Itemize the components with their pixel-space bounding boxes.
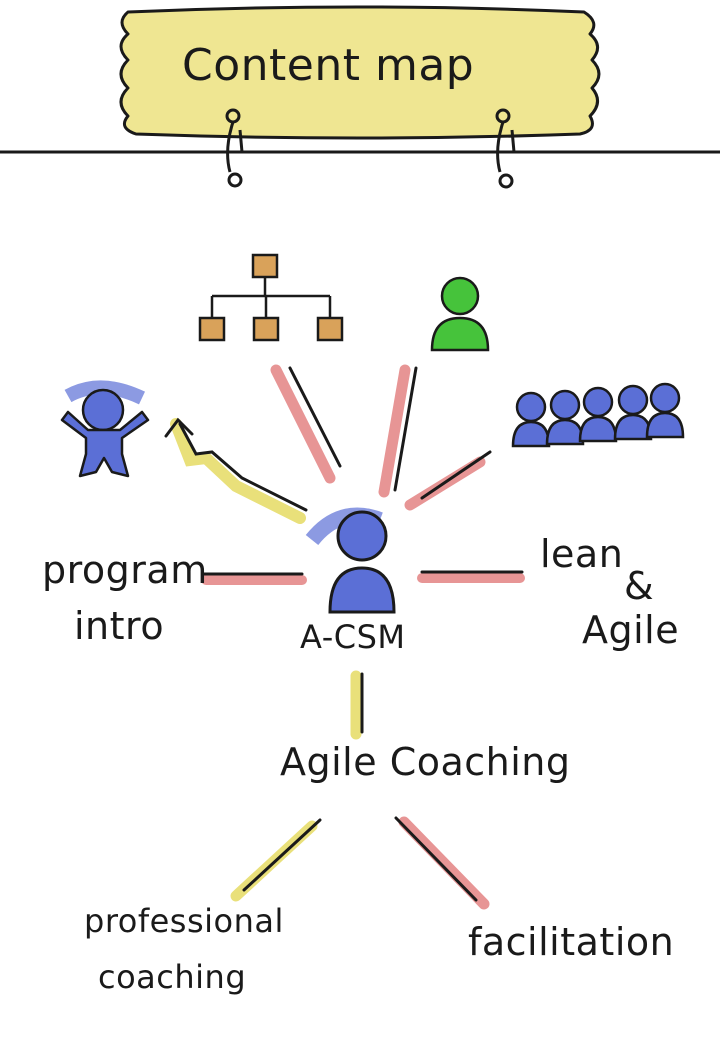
branch-label-intro: intro [74, 604, 165, 648]
leaf-label-facilitation: facilitation [468, 920, 675, 964]
leaf-label-coaching: coaching [98, 958, 247, 996]
connector-lines [164, 364, 525, 910]
branch-label-program: program [42, 548, 208, 592]
cheering-person-icon [60, 380, 150, 478]
page-title: Content map [182, 40, 475, 91]
branch-label-ampersand: & [624, 564, 655, 608]
person-icon [430, 276, 490, 352]
sub-hub-label: Agile Coaching [280, 740, 571, 784]
branch-label-agile: Agile [582, 608, 680, 652]
branch-label-lean: lean [540, 532, 624, 576]
org-chart-icon [198, 253, 344, 342]
center-person-icon [305, 507, 396, 614]
center-label: A-CSM [300, 618, 406, 656]
leaf-label-professional: professional [84, 902, 284, 940]
team-icon [511, 382, 685, 448]
sign-banner-icon [119, 5, 601, 189]
